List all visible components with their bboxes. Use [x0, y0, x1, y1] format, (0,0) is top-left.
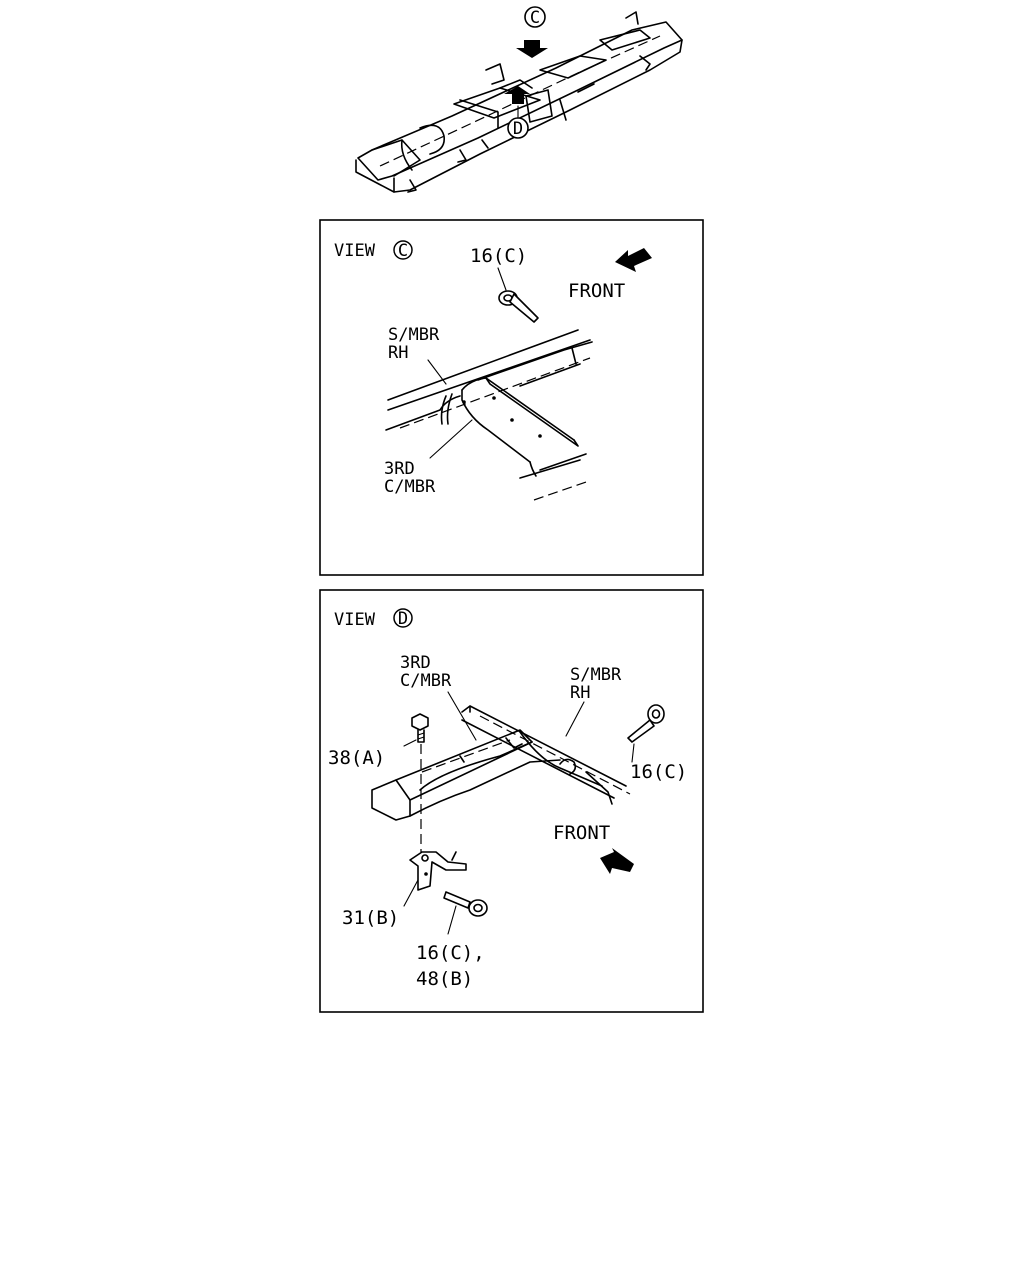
view-c-frame-members: [385, 329, 593, 501]
view-c-marker: C: [530, 8, 540, 28]
view-c-title: VIEW: [334, 241, 376, 261]
view-c-crossmember-label-2: C/MBR: [384, 477, 436, 497]
view-c-front-arrow: [615, 248, 652, 272]
view-d-side-member-label-1: S/MBR: [570, 665, 622, 685]
view-d-part-16c-48b-label-1: 16(C),: [416, 942, 485, 964]
chassis-frame-overview: [355, 11, 683, 193]
view-d-panel: VIEW D 3RD C/MBR S/MBR RH: [319, 589, 704, 1013]
view-c-side-member-label-1: S/MBR: [388, 325, 440, 345]
view-d-side-member: [461, 705, 631, 805]
view-c-panel: VIEW C 16(C) FRONT: [319, 219, 704, 576]
view-c-side-member-label-2: RH: [388, 343, 408, 363]
view-d-marker: D: [513, 119, 523, 139]
view-c-front-label: FRONT: [568, 280, 625, 302]
view-c-part-16c-label: 16(C): [470, 245, 527, 267]
view-c-title-marker: C: [398, 241, 408, 261]
view-d-part-16c-48b-label-2: 48(B): [416, 968, 473, 990]
view-c-crossmember-label-1: 3RD: [384, 459, 415, 479]
bolt-38a-label: 38(A): [328, 747, 385, 769]
clip-16c-48b-part: [443, 891, 488, 935]
view-d-crossmember-label-1: 3RD: [400, 653, 431, 673]
view-d-front-arrow: [600, 848, 634, 874]
view-d-part-16c-label: 16(C): [630, 761, 687, 783]
view-d-title-marker: D: [398, 609, 408, 629]
view-d-crossmember-label-2: C/MBR: [400, 671, 452, 691]
bolt-38a-part: [403, 713, 429, 747]
view-d-side-member-label-2: RH: [570, 683, 590, 703]
clip-16c-upper-part: [627, 704, 665, 763]
view-d-arrow: D: [504, 86, 530, 139]
bracket-31b-label: 31(B): [342, 907, 399, 929]
bracket-31b-part: [403, 851, 467, 907]
view-d-title: VIEW: [334, 610, 376, 630]
view-d-front-label: FRONT: [553, 822, 610, 844]
view-d-crossmember: [371, 729, 561, 821]
clip-16c-part: [497, 267, 539, 323]
view-c-arrow: C: [516, 6, 548, 58]
